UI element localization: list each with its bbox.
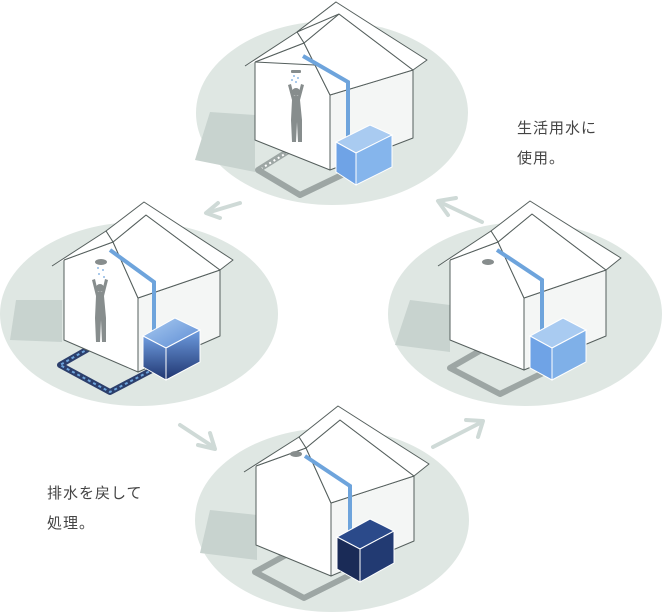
- drain-pipe-dots: [261, 151, 289, 169]
- house-bottom: [195, 405, 469, 612]
- person-icon: [288, 84, 304, 142]
- water-tank-icon: [528, 317, 588, 381]
- house-shadow: [195, 112, 255, 172]
- water-pipe: [301, 54, 350, 140]
- house-top: [195, 1, 468, 205]
- shower-head-icon: [95, 259, 107, 278]
- cycle-arrow-icon: [431, 418, 485, 449]
- drain-pipe: [447, 342, 547, 397]
- water-tank-icon: [335, 518, 396, 583]
- house-shadow: [395, 300, 450, 352]
- caption-line: 生活用水に: [517, 119, 598, 137]
- caption-wastewater-treatment: 排水を戻して 処理。: [47, 478, 143, 538]
- water-pipe: [303, 454, 352, 540]
- water-tank-icon: [334, 124, 394, 186]
- house-shadow: [10, 300, 62, 342]
- water-tank-icon: [141, 317, 202, 381]
- cycle-arrow-icon: [178, 423, 217, 451]
- caption-domestic-use: 生活用水に 使用。: [517, 113, 597, 173]
- water-pipe: [495, 248, 544, 332]
- shower-head-icon: [290, 451, 302, 457]
- house-shadow: [200, 510, 257, 560]
- house-left: [0, 201, 278, 406]
- caption-line: 排水を戻して: [47, 484, 143, 502]
- cycle-arrow-icon: [204, 201, 242, 220]
- cycle-arrows: [178, 196, 485, 451]
- shower-head-icon: [291, 70, 301, 83]
- person-icon: [92, 279, 108, 342]
- shower-head-icon: [482, 259, 494, 265]
- water-pipe: [108, 248, 156, 340]
- caption-line: 処理。: [47, 514, 96, 532]
- cycle-arrow-icon: [436, 196, 484, 224]
- drain-pipe: [252, 547, 352, 601]
- drain-pipe-dots: [57, 344, 153, 394]
- caption-line: 使用。: [517, 149, 566, 167]
- house-right: [388, 200, 662, 406]
